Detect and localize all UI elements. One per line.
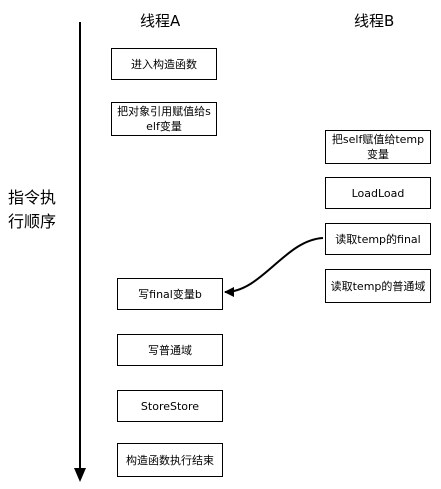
axis-label: 指令执行顺序 [8, 188, 57, 231]
step-a-enter-constructor: 进入构造函数 [111, 48, 217, 80]
thread-b-header: 线程B [354, 12, 395, 30]
reorder-arrow [224, 237, 324, 297]
step-b-loadload: LoadLoad [325, 177, 431, 209]
step-a-storestore: StoreStore [117, 390, 223, 422]
step-a-assign-reference: 把对象引用赋值给self变量 [111, 102, 217, 136]
step-b-read-final: 读取temp的final [325, 223, 431, 255]
step-a-write-normal: 写普通域 [117, 334, 223, 366]
step-b-assign-temp: 把self赋值给temp变量 [325, 130, 431, 164]
step-a-constructor-end: 构造函数执行结束 [117, 443, 223, 477]
step-a-write-final: 写final变量b [117, 278, 223, 310]
time-axis-arrowhead [74, 468, 86, 482]
thread-a-header: 线程A [140, 12, 181, 30]
step-b-read-normal: 读取temp的普通域 [325, 269, 431, 303]
